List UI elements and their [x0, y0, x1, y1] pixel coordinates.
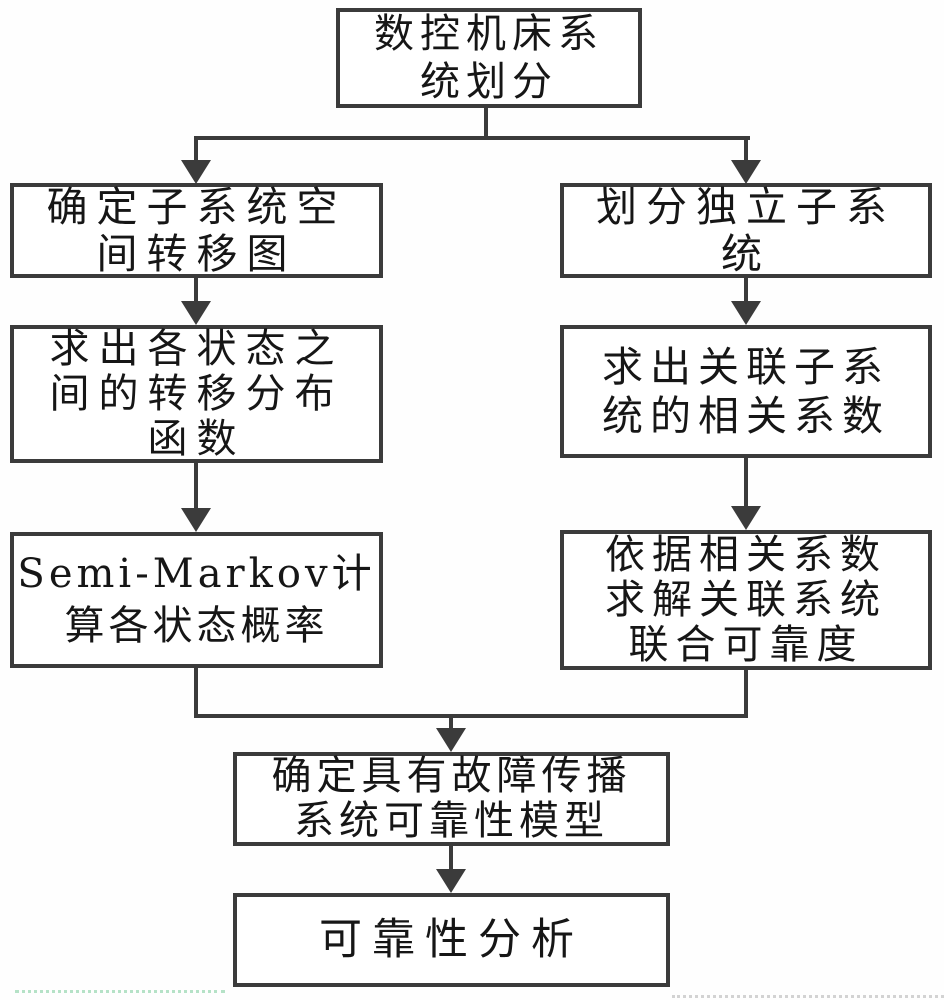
node-text-line: 算各状态概率	[64, 603, 329, 649]
connector-merge-bar	[194, 714, 748, 718]
node-text-line: 统划分	[420, 59, 558, 105]
node-text-line: 联合可靠度	[628, 621, 864, 668]
connector-split-right	[744, 136, 748, 162]
arrowhead-down-icon	[731, 301, 761, 325]
connector-top-stub	[484, 106, 488, 138]
arrowhead-down-icon	[436, 869, 466, 893]
flow-node-reliability-analysis: 可靠性分析	[233, 893, 670, 987]
flow-node-fault-propagation-reliability-model: 确定具有故障传播 系统可靠性模型	[233, 752, 670, 846]
node-text-line: 求出各状态之	[49, 325, 344, 372]
flow-node-system-division: 数控机床系 统划分	[336, 8, 642, 108]
arrowhead-down-icon	[731, 160, 761, 184]
flow-node-joint-reliability-of-related-systems: 依据相关系数 求解关联系统 联合可靠度	[560, 530, 932, 670]
node-text-line: 依据相关系数	[605, 531, 887, 578]
connector-merge-drop	[449, 714, 453, 730]
flow-node-subsystem-space-transition-diagram: 确定子系统空 间转移图	[10, 183, 383, 278]
flow-node-independent-subsystem-partition: 划分独立子系 统	[560, 183, 932, 278]
node-text-line: 间的转移分布	[49, 370, 344, 417]
connector-merge-right-leg	[744, 668, 748, 718]
connector-right-2	[744, 456, 748, 506]
arrowhead-down-icon	[181, 301, 211, 325]
node-text-line: Semi-Markov计	[17, 551, 376, 597]
node-text-line: 函数	[147, 415, 246, 462]
scan-artifact-dotted-line-left	[15, 990, 225, 993]
node-text-line: 统	[721, 229, 771, 278]
scan-artifact-dotted-line-right	[672, 995, 944, 998]
node-text-line: 确定子系统空	[46, 182, 347, 231]
connector-merge-left-leg	[194, 666, 198, 718]
arrowhead-down-icon	[181, 160, 211, 184]
arrowhead-down-icon	[731, 506, 761, 530]
connector-left-1	[194, 277, 198, 303]
connector-right-1	[744, 277, 748, 303]
node-text-line: 确定具有故障传播	[271, 753, 632, 799]
arrowhead-down-icon	[181, 508, 211, 532]
connector-split-bar	[194, 136, 750, 140]
node-text-line: 可靠性分析	[319, 915, 584, 965]
node-text-line: 统的相关系数	[602, 391, 890, 440]
connector-left-2	[194, 461, 198, 509]
flow-node-state-transition-distribution-function: 求出各状态之 间的转移分布 函数	[10, 325, 383, 463]
flow-node-related-subsystem-correlation-coefficient: 求出关联子系 统的相关系数	[560, 325, 932, 458]
node-text-line: 系统可靠性模型	[294, 798, 609, 844]
flow-node-semi-markov-state-probability: Semi-Markov计 算各状态概率	[10, 532, 383, 668]
arrowhead-down-icon	[436, 728, 466, 752]
node-text-line: 间转移图	[96, 229, 297, 278]
node-text-line: 求出关联子系	[602, 342, 890, 391]
node-text-line: 数控机床系	[374, 11, 604, 57]
node-text-line: 划分独立子系	[596, 182, 896, 231]
connector-split-left	[194, 136, 198, 162]
node-text-line: 求解关联系统	[605, 576, 887, 623]
connector-model-to-analysis	[449, 844, 453, 871]
